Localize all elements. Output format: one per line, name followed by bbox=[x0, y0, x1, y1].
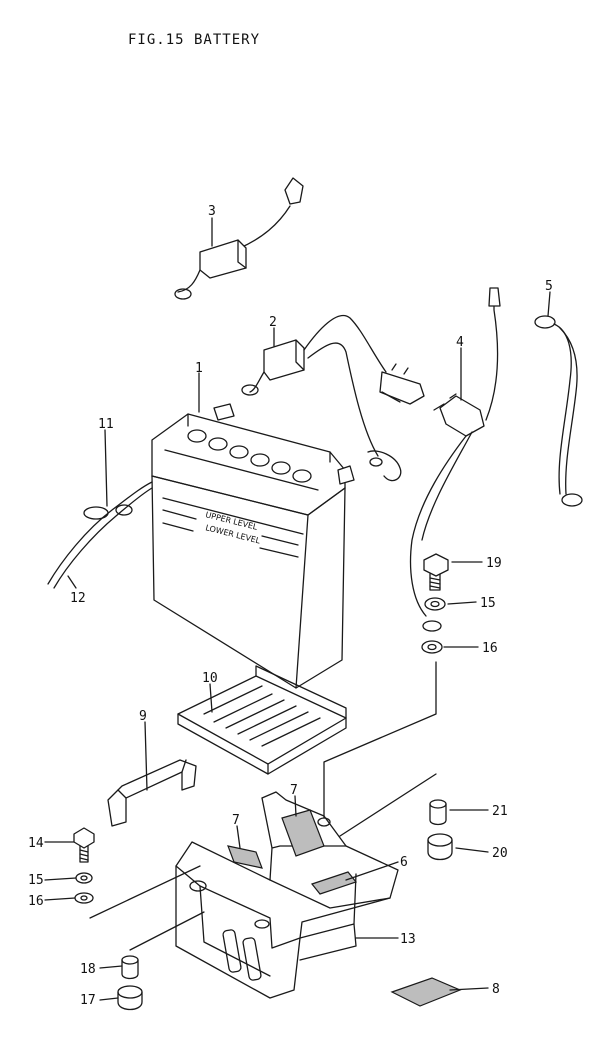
part-17-grommet bbox=[117, 985, 143, 1011]
part-5-cable bbox=[534, 315, 583, 507]
part-14-bolt bbox=[73, 827, 95, 863]
callout-6: 6 bbox=[400, 855, 408, 870]
part-3-fuse-holder bbox=[174, 177, 304, 300]
callout-13: 13 bbox=[400, 932, 416, 947]
callout-17: 17 bbox=[80, 993, 96, 1008]
part-4-connector bbox=[409, 287, 501, 632]
callout-16-right: 16 bbox=[482, 641, 498, 656]
callout-9: 9 bbox=[139, 709, 147, 724]
callout-4: 4 bbox=[456, 335, 464, 350]
leader-lines bbox=[44, 217, 551, 1001]
callout-2: 2 bbox=[269, 315, 277, 330]
part-7-pads bbox=[227, 809, 358, 895]
callout-11: 11 bbox=[98, 417, 114, 432]
part-2-fuse-holder bbox=[241, 315, 425, 482]
callout-8: 8 bbox=[492, 982, 500, 997]
callout-3: 3 bbox=[208, 204, 216, 219]
callout-14: 14 bbox=[28, 836, 44, 851]
callout-19: 19 bbox=[486, 556, 502, 571]
callout-16-left: 16 bbox=[28, 894, 44, 909]
part-8-pad bbox=[390, 977, 462, 1007]
part-1-battery: UPPER LEVEL LOWER LEVEL bbox=[151, 403, 355, 689]
callout-7a: 7 bbox=[290, 783, 298, 798]
callout-15-right: 15 bbox=[480, 596, 496, 611]
callout-5: 5 bbox=[545, 279, 553, 294]
callout-7b: 7 bbox=[232, 813, 240, 828]
part-15-washer-left bbox=[75, 872, 93, 884]
part-16-washer-right bbox=[421, 640, 443, 654]
figure-title: FIG.15 BATTERY bbox=[128, 32, 261, 48]
part-19-bolt bbox=[423, 553, 449, 591]
callout-labels: 1 2 3 4 5 6 7 7 8 9 10 11 12 13 14 15 15… bbox=[28, 204, 553, 1008]
part-15-washer-right bbox=[424, 597, 446, 611]
part-11-12-vent-tube bbox=[47, 481, 153, 589]
battery-cell-caps bbox=[187, 429, 312, 483]
part-13-battery-holder bbox=[175, 791, 399, 999]
callout-18: 18 bbox=[80, 962, 96, 977]
part-18-collar bbox=[121, 955, 139, 980]
callout-15-left: 15 bbox=[28, 873, 44, 888]
part-10-battery-tray bbox=[177, 665, 347, 775]
assembly-lines bbox=[89, 661, 437, 951]
part-21-collar bbox=[429, 799, 447, 826]
callout-12: 12 bbox=[70, 591, 86, 606]
callout-1: 1 bbox=[195, 361, 203, 376]
part-9-bracket bbox=[107, 759, 197, 827]
part-16-washer-left bbox=[74, 892, 94, 904]
callout-10: 10 bbox=[202, 671, 218, 686]
part-20-grommet bbox=[427, 833, 453, 861]
callout-21: 21 bbox=[492, 804, 508, 819]
callout-20: 20 bbox=[492, 846, 508, 861]
